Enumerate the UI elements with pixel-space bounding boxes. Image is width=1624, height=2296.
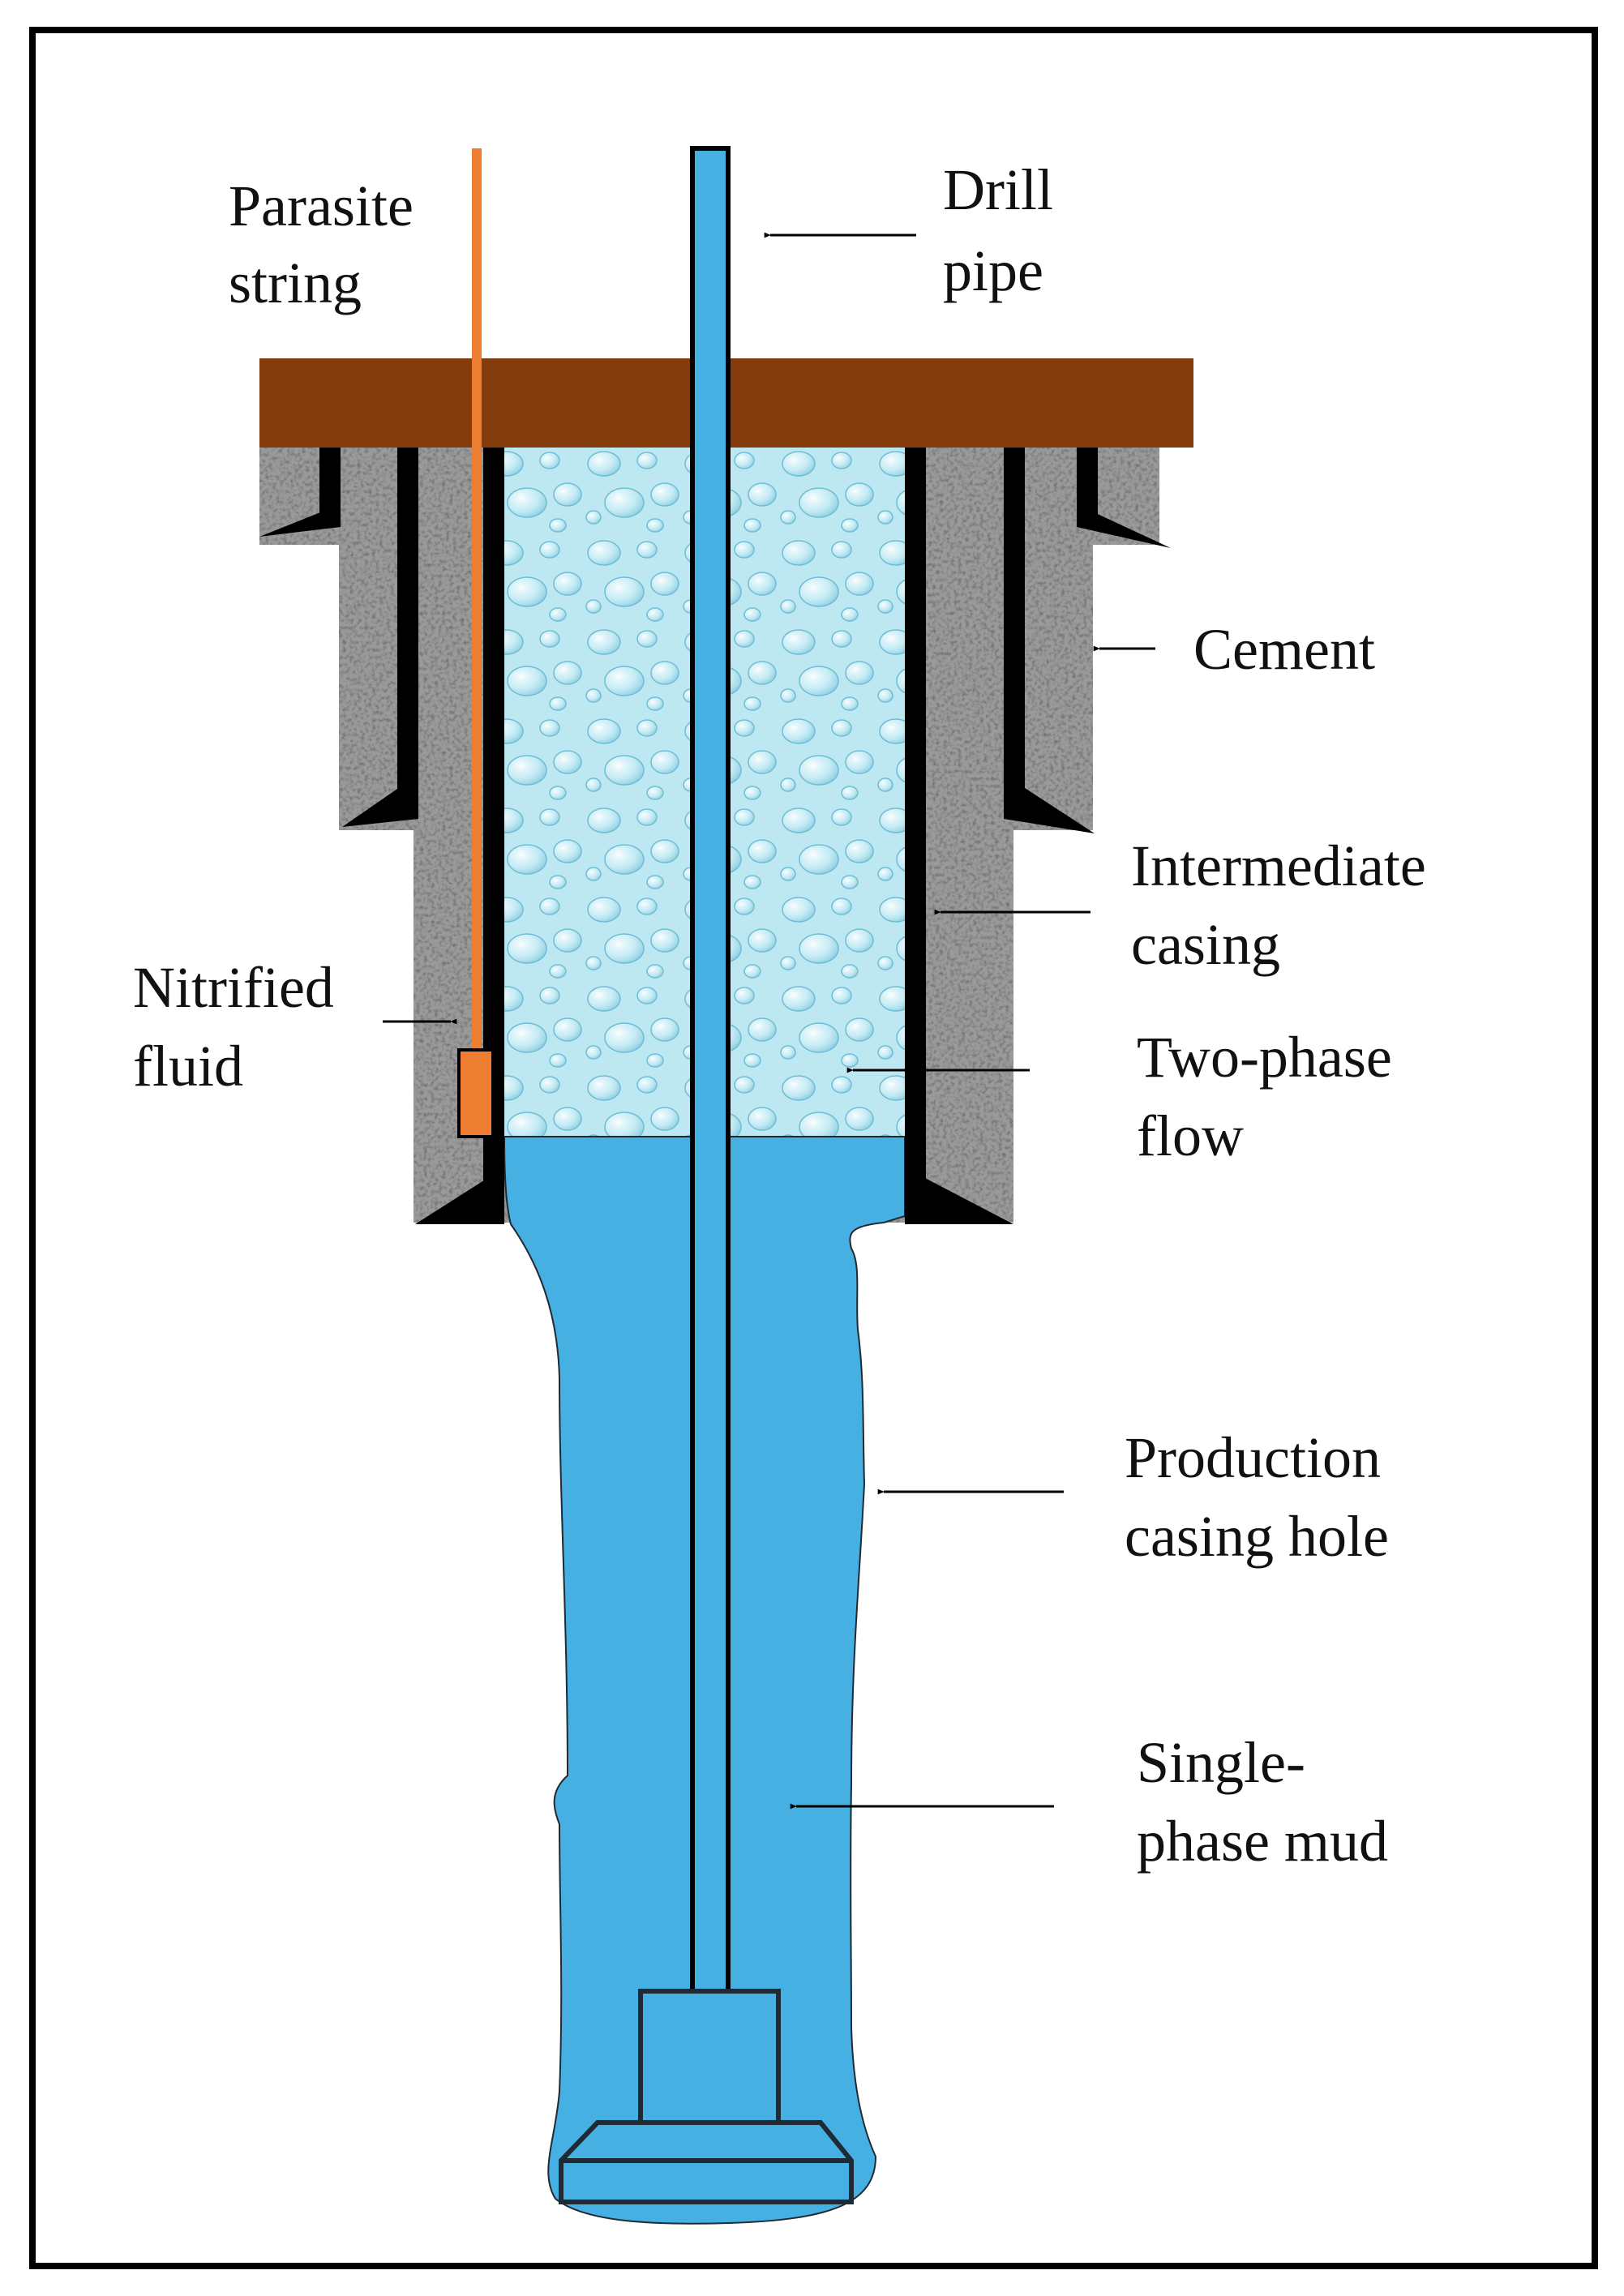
conductor-casing bbox=[342, 448, 1095, 833]
cement-label: Cement bbox=[1193, 617, 1375, 682]
parasite-injector bbox=[457, 1048, 495, 1138]
parasite-string bbox=[472, 148, 482, 1050]
intermediate-casing-label: Intermediate casing bbox=[1131, 833, 1441, 977]
production-casing-hole-label: Production casing hole bbox=[1125, 1425, 1395, 1569]
single-phase-mud-label: Single- phase mud bbox=[1137, 1730, 1388, 1874]
nitrified-fluid-label: Nitrified fluid bbox=[133, 955, 349, 1099]
two-phase-flow-label: Two-phase flow bbox=[1137, 1025, 1407, 1168]
parasite-string-label: Parasite string bbox=[229, 173, 428, 315]
drill-bit bbox=[559, 1989, 854, 2204]
surface-casing bbox=[259, 448, 1171, 548]
drill-pipe bbox=[690, 146, 731, 1995]
drill-pipe-label: Drill pipe bbox=[943, 157, 1068, 303]
leader-lines bbox=[383, 232, 1155, 1810]
